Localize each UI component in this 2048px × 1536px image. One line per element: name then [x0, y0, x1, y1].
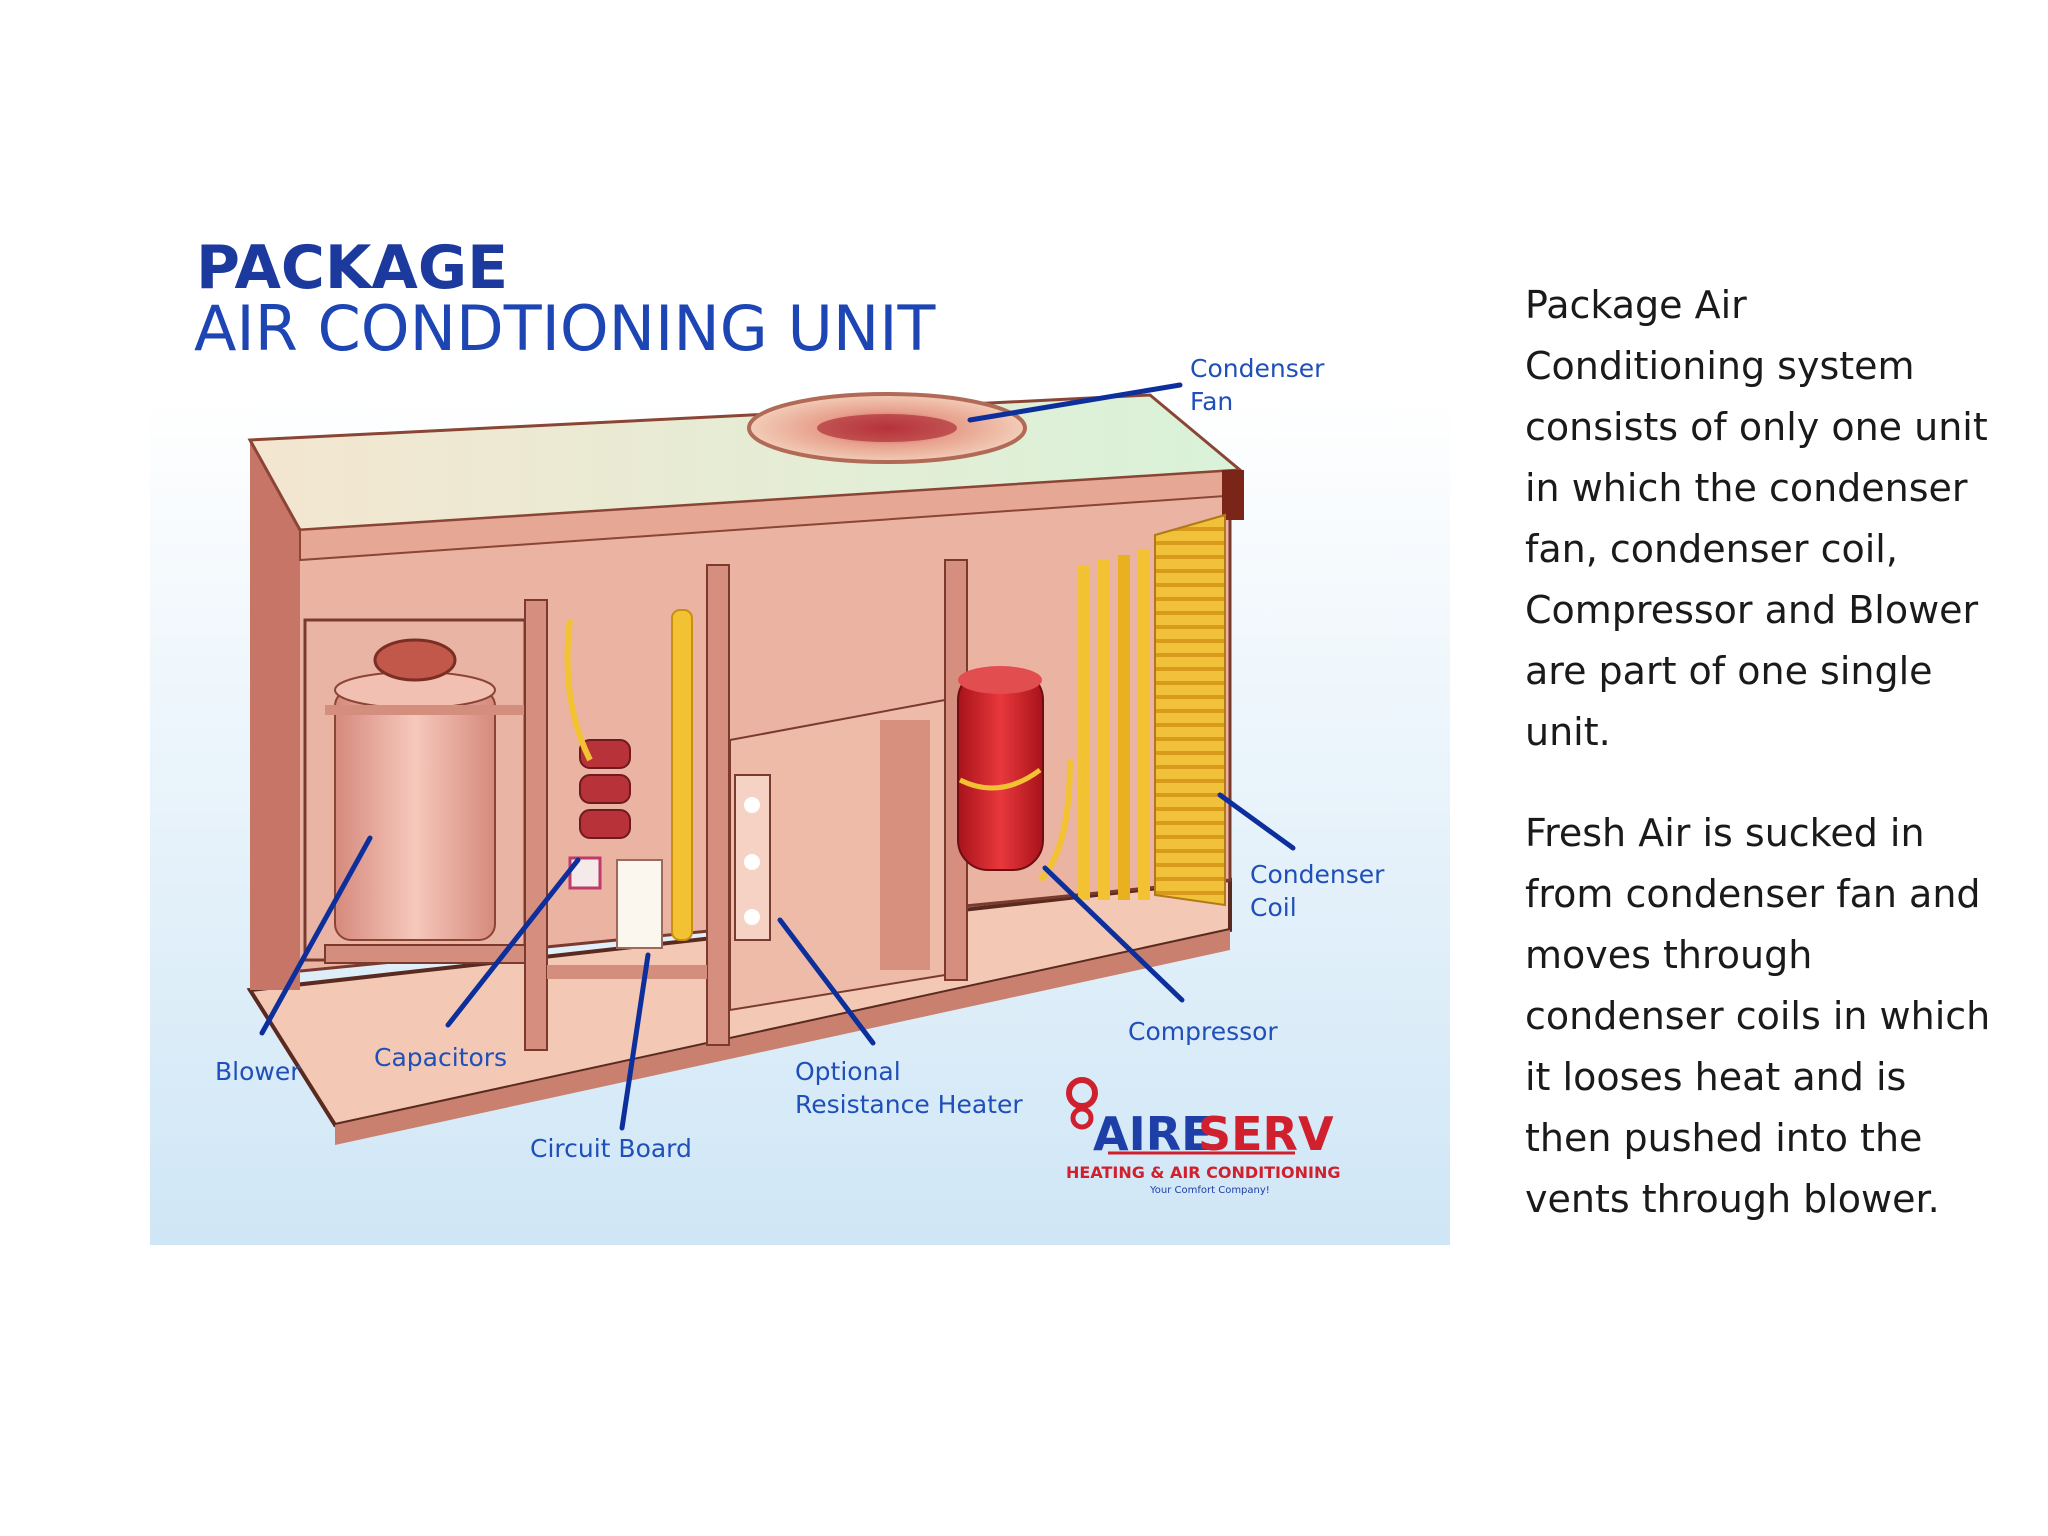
leader-blower: [259, 835, 373, 1036]
leader-circuit-board: [619, 952, 651, 1131]
compressor: [957, 669, 1044, 871]
label-condenser-fan: Condenser Fan: [1190, 354, 1332, 416]
description-paragraph-1: Package Air Conditioning system consists…: [1525, 283, 1988, 754]
unit-left-wall: [250, 440, 300, 990]
aireserv-logo: AIRE SERV HEATING & AIR CONDITIONING You…: [1066, 1077, 1340, 1196]
label-compressor: Compressor: [1128, 1017, 1278, 1046]
diagram-title-line2: AIR CONDTIONING UNIT: [194, 292, 936, 365]
leader-compressor: [1042, 865, 1185, 1003]
label-capacitors: Capacitors: [374, 1043, 507, 1072]
capacitors: [579, 739, 631, 839]
svg-text:HEATING & AIR CONDITIONING: HEATING & AIR CONDITIONING: [1066, 1163, 1340, 1182]
label-optional-heater: Optional Resistance Heater: [795, 1057, 1023, 1119]
leader-optional-heater: [777, 917, 876, 1046]
label-condenser-coil: Condenser Coil: [1250, 860, 1392, 922]
coil-tubes: [1078, 550, 1150, 900]
description-text: Package Air Conditioning system consists…: [1525, 275, 1995, 1270]
blower: [334, 689, 496, 941]
label-blower: Blower: [215, 1057, 301, 1086]
svg-text:Your Comfort Company!: Your Comfort Company!: [1149, 1185, 1270, 1196]
diagram-title-line1: PACKAGE: [196, 233, 508, 303]
leader-condenser-coil: [1217, 792, 1296, 851]
description-paragraph-2: Fresh Air is sucked in from condenser fa…: [1525, 811, 1991, 1221]
leader-capacitors: [445, 857, 581, 1028]
label-circuit-board: Circuit Board: [530, 1134, 692, 1163]
circuit-board: [616, 859, 663, 949]
condenser-coil: [1154, 513, 1226, 907]
leader-condenser-fan: [967, 382, 1183, 423]
